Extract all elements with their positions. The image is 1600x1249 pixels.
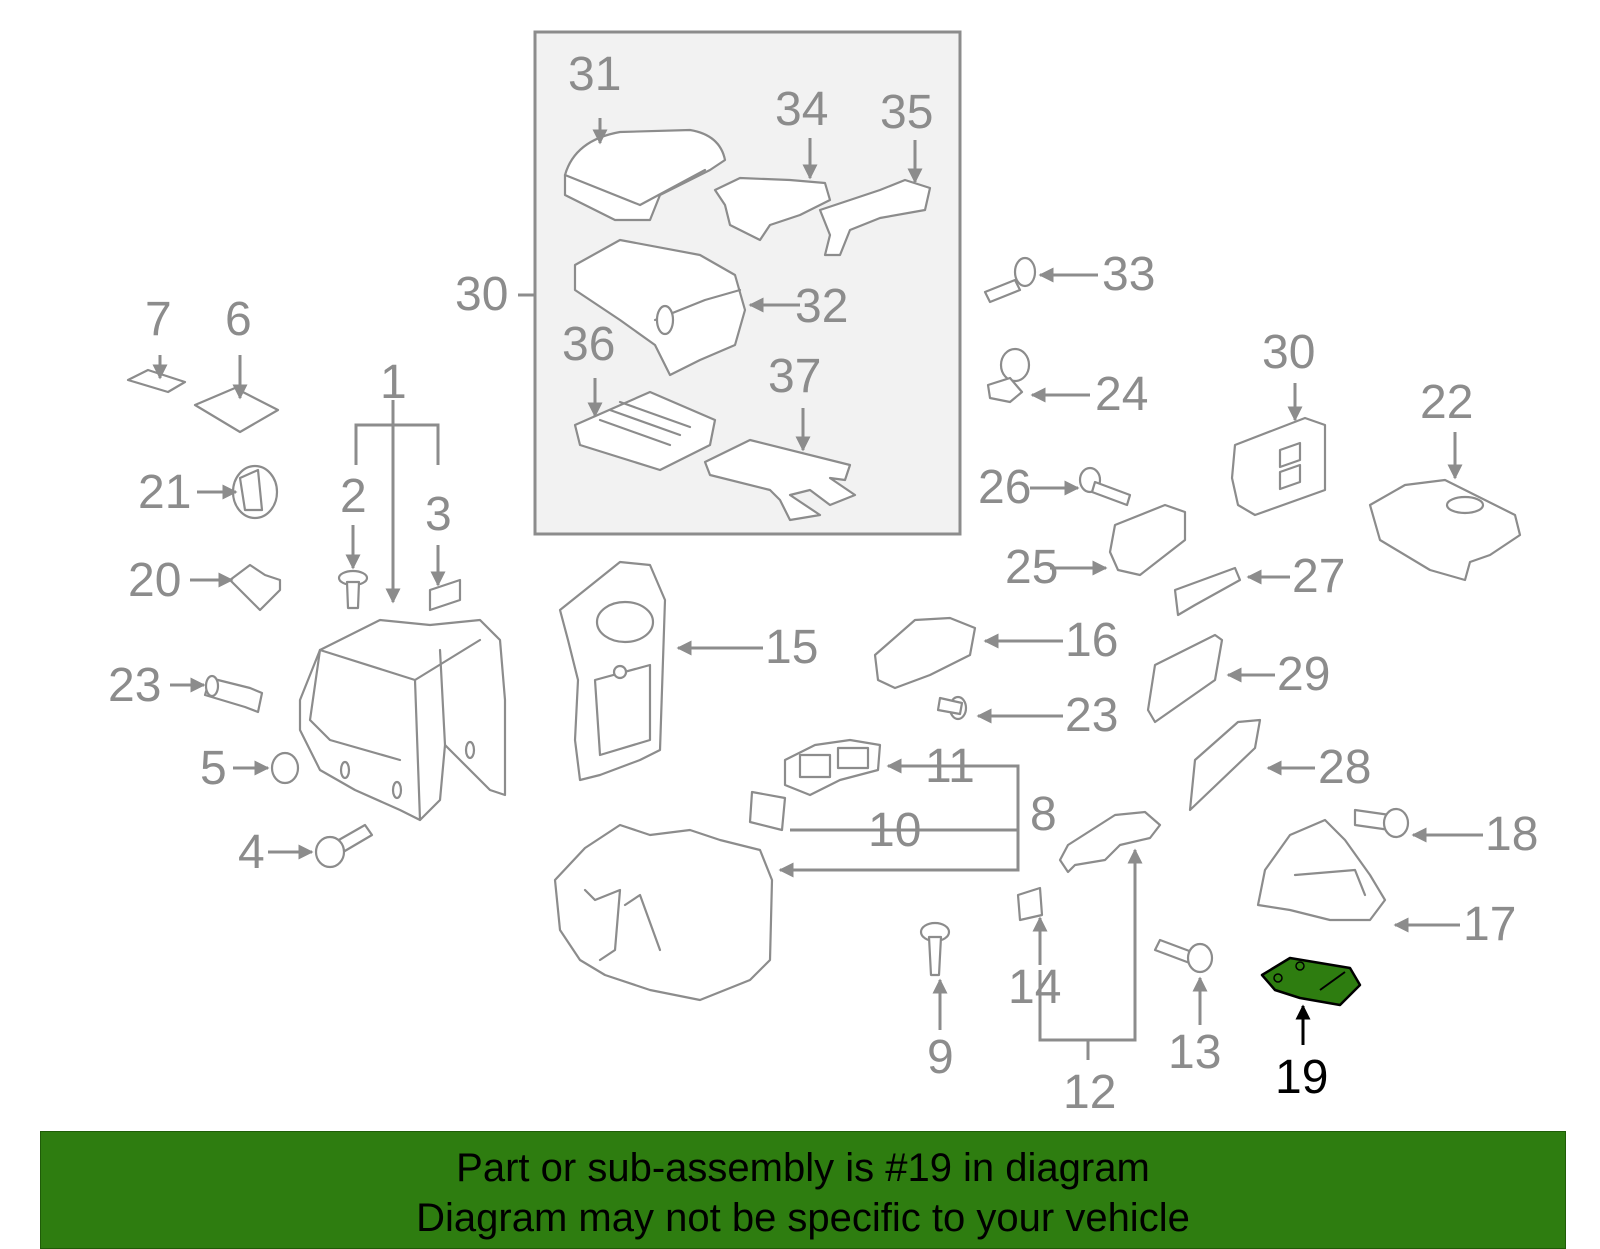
callout-label: 22 xyxy=(1420,376,1473,429)
banner-line-2: Diagram may not be specific to your vehi… xyxy=(416,1196,1190,1240)
callout-label: 12 xyxy=(1063,1066,1116,1119)
callout-label: 17 xyxy=(1463,898,1516,951)
callout-label: 16 xyxy=(1065,614,1118,667)
part-28-trim xyxy=(1188,718,1262,812)
callout-label: 6 xyxy=(225,293,252,346)
part-6-pad xyxy=(193,386,280,434)
part-33-armrest-base xyxy=(573,238,747,377)
callout-labels: 31 34 35 30 32 36 37 33 24 26 25 27 29 2… xyxy=(108,48,1538,1119)
callout-label: 34 xyxy=(775,83,828,136)
callout-label: 26 xyxy=(978,461,1031,514)
part-4-bolt xyxy=(314,823,374,869)
part-27-bracket xyxy=(1173,566,1242,617)
callout-label: 14 xyxy=(1008,961,1061,1014)
part-12-bracket xyxy=(1058,810,1162,874)
part-21-clip xyxy=(231,464,279,520)
part-20-clip xyxy=(228,563,282,612)
part-29-trim xyxy=(1146,633,1224,724)
part-23-pushpin-right xyxy=(936,695,968,721)
part-38-bracket xyxy=(703,438,857,522)
part-19-highlighted xyxy=(1260,956,1362,1007)
callout-label: 5 xyxy=(200,742,227,795)
leader-lines xyxy=(152,118,1483,1060)
callout-label: 37 xyxy=(768,350,821,403)
part-3-clip xyxy=(428,578,462,612)
part-23-pushpin-left xyxy=(203,674,264,714)
callout-label: 10 xyxy=(868,804,921,857)
part-1-console-frame xyxy=(298,618,507,822)
part-2-pushpin xyxy=(337,569,369,610)
part-8-console-body xyxy=(553,823,774,1002)
callout-label: 23 xyxy=(108,659,161,712)
callout-label: 23 xyxy=(1065,689,1118,742)
part-9-screw xyxy=(919,921,951,977)
part-18-bolt xyxy=(1353,807,1410,839)
part-10-pad xyxy=(748,790,787,832)
callout-label: 36 xyxy=(562,318,615,371)
part-17-cupholder xyxy=(1256,818,1387,922)
callout-label: 30 xyxy=(1262,326,1315,379)
callout-label: 25 xyxy=(1005,541,1058,594)
callout-label: 4 xyxy=(238,826,265,879)
callout-label: 9 xyxy=(927,1031,954,1084)
part-5-grommet xyxy=(270,751,300,785)
callout-label: 35 xyxy=(880,86,933,139)
part-13-bolt xyxy=(1153,938,1214,974)
part-15-side-panel xyxy=(558,560,667,782)
part-32-armrest-lid xyxy=(563,128,727,222)
part-35-hinge-plate xyxy=(713,176,832,242)
callout-label: 11 xyxy=(925,740,975,793)
callout-label: 21 xyxy=(138,466,191,519)
callout-label: 28 xyxy=(1318,741,1371,794)
callout-label: 15 xyxy=(765,621,818,674)
part-34-bolt xyxy=(983,256,1037,304)
callout-label: 3 xyxy=(425,488,452,541)
part-36-hinge-bracket xyxy=(818,178,932,257)
callout-label-highlighted: 19 xyxy=(1275,1051,1328,1104)
part-24-nut xyxy=(986,347,1031,404)
part-16-bezel xyxy=(873,616,977,690)
callout-label: 8 xyxy=(1030,788,1057,841)
callout-label: 24 xyxy=(1095,368,1148,421)
callout-label: 31 xyxy=(568,48,621,101)
callout-label: 32 xyxy=(795,280,848,333)
callout-label: 18 xyxy=(1485,808,1538,861)
part-14-clip xyxy=(1016,886,1044,922)
part-22-tray xyxy=(1368,478,1522,582)
callout-label: 33 xyxy=(1102,248,1155,301)
callout-label: 30 xyxy=(455,268,508,321)
callout-label: 13 xyxy=(1168,1026,1221,1079)
callout-label: 7 xyxy=(145,293,172,346)
callout-label: 1 xyxy=(380,356,407,409)
notice-banner: Part or sub-assembly is #19 in diagram D… xyxy=(40,1131,1566,1249)
callout-label: 2 xyxy=(340,470,367,523)
part-37-tray xyxy=(573,390,717,472)
part-26-screw xyxy=(1078,466,1132,507)
banner-line-1: Part or sub-assembly is #19 in diagram xyxy=(456,1146,1150,1190)
part-25-switch xyxy=(1108,503,1187,577)
part-11-cupholder-insert xyxy=(783,738,882,797)
callout-label: 20 xyxy=(128,554,181,607)
callout-label: 29 xyxy=(1277,648,1330,701)
part-7-pad xyxy=(126,368,187,394)
part-30-module xyxy=(1230,416,1327,517)
callout-label: 27 xyxy=(1292,550,1345,603)
